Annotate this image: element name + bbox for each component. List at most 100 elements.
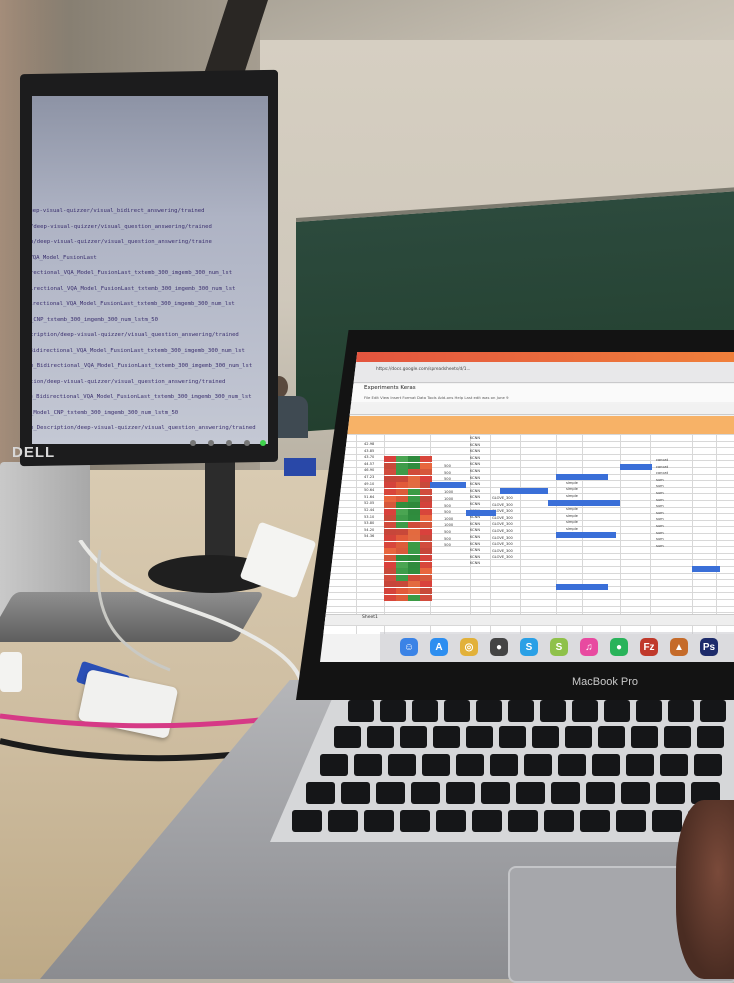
cell-value[interactable]: simple — [566, 480, 578, 485]
cell-value[interactable]: 52.05 — [364, 501, 375, 506]
keyboard-key[interactable] — [400, 726, 427, 748]
cell-value[interactable]: simple — [566, 520, 578, 525]
ps-icon[interactable]: Ps — [700, 638, 718, 656]
heatmap-cell[interactable] — [408, 594, 420, 601]
heatmap-cell[interactable] — [420, 561, 432, 568]
cell-value[interactable]: 500 — [444, 470, 451, 475]
cell-value[interactable]: KCNN — [470, 442, 481, 447]
heatmap-cell[interactable] — [396, 489, 408, 495]
heatmap-cell[interactable] — [384, 528, 396, 535]
keyboard-key[interactable] — [388, 754, 416, 776]
cell-value[interactable]: 43.85 — [364, 448, 375, 453]
cell-value[interactable]: GLOVE_300 — [492, 535, 513, 540]
cell-value[interactable]: 46.90 — [364, 468, 375, 473]
heatmap-cell[interactable] — [396, 469, 408, 476]
heatmap-cell[interactable] — [384, 588, 396, 594]
keyboard-key[interactable] — [367, 726, 394, 748]
cell-value[interactable]: 500 — [444, 543, 451, 548]
keyboard-key[interactable] — [660, 754, 688, 776]
cell-value[interactable]: 500 — [444, 477, 451, 482]
heatmap-cell[interactable] — [384, 541, 396, 548]
sheet-tab[interactable]: Sheet1 — [362, 615, 378, 620]
keyboard-key[interactable] — [412, 700, 438, 722]
heatmap-cell[interactable] — [396, 522, 408, 528]
keyboard-key[interactable] — [598, 726, 625, 748]
keyboard-key[interactable] — [476, 700, 502, 722]
heatmap-cell[interactable] — [396, 535, 408, 542]
cell-value[interactable]: KCNN — [470, 475, 481, 480]
url-bar[interactable]: https://docs.google.com/spreadsheets/d/1… — [376, 367, 471, 372]
monitor-button[interactable] — [226, 440, 232, 446]
cell-value[interactable]: GLOVE_300 — [492, 542, 513, 547]
cell-value[interactable]: concat — [656, 471, 669, 476]
heatmap-cell[interactable] — [408, 574, 420, 581]
heatmap-cell[interactable] — [408, 515, 420, 522]
sheet-toolbar[interactable] — [320, 404, 734, 415]
heatmap-cell[interactable] — [420, 581, 432, 588]
cell-value[interactable]: KCNN — [470, 469, 481, 473]
power-led-icon[interactable] — [260, 440, 266, 446]
sheet-tabs[interactable] — [320, 614, 734, 625]
github-icon[interactable]: ● — [490, 638, 508, 656]
heatmap-cell[interactable] — [420, 574, 432, 581]
cell-value[interactable]: KCNN — [470, 561, 481, 566]
heatmap-cell[interactable] — [384, 522, 396, 528]
cell-value[interactable]: sum — [656, 477, 664, 482]
cell-value[interactable]: concat — [656, 458, 669, 462]
cell-value[interactable]: KCNN — [470, 548, 481, 553]
heatmap-cell[interactable] — [420, 475, 432, 482]
cell-value[interactable]: 52.44 — [364, 508, 375, 512]
keyboard-key[interactable] — [472, 810, 502, 832]
cell-value[interactable]: 53.10 — [364, 514, 375, 519]
browser-toolbar[interactable] — [320, 362, 734, 383]
cell-value[interactable]: 500 — [444, 503, 451, 508]
cell-value[interactable]: sum — [656, 537, 664, 542]
heatmap-cell[interactable] — [420, 555, 432, 561]
cell-value[interactable]: KCNN — [470, 535, 481, 539]
cell-value[interactable]: 54.20 — [364, 527, 375, 532]
heatmap-cell[interactable] — [408, 541, 420, 548]
heatmap-cell[interactable] — [408, 588, 420, 594]
cell-value[interactable]: GLOVE_300 — [492, 496, 513, 500]
heatmap-cell[interactable] — [420, 456, 432, 462]
keyboard-key[interactable] — [551, 782, 580, 804]
heatmap-cell[interactable] — [420, 541, 432, 548]
cell-value[interactable]: sum — [656, 491, 664, 495]
heatmap-cell[interactable] — [408, 475, 420, 482]
heatmap-cell[interactable] — [384, 489, 396, 495]
spotify-icon[interactable]: ● — [610, 638, 628, 656]
highlighted-cell[interactable] — [500, 488, 548, 494]
doc-title[interactable]: Experiments Keras — [364, 385, 416, 391]
keyboard-key[interactable] — [558, 754, 586, 776]
keyboard-key[interactable] — [524, 754, 552, 776]
cell-value[interactable]: KCNN — [470, 482, 481, 487]
cell-value[interactable]: KCNN — [470, 515, 481, 520]
cell-value[interactable]: 500 — [444, 464, 451, 468]
heatmap-cell[interactable] — [408, 482, 420, 489]
cell-value[interactable]: simple — [566, 526, 578, 531]
heatmap-cell[interactable] — [396, 581, 408, 588]
highlighted-cell[interactable] — [430, 482, 466, 488]
cell-value[interactable]: GLOVE_300 — [492, 529, 513, 533]
keyboard-key[interactable] — [691, 782, 720, 804]
cell-value[interactable]: sum — [656, 524, 664, 528]
heatmap-cell[interactable] — [420, 462, 432, 469]
keyboard-key[interactable] — [328, 810, 358, 832]
keyboard-key[interactable] — [436, 810, 466, 832]
heatmap-cell[interactable] — [396, 515, 408, 522]
heatmap-cell[interactable] — [396, 568, 408, 575]
cell-value[interactable]: simple — [566, 487, 578, 492]
heatmap-cell[interactable] — [384, 515, 396, 522]
keyboard-key[interactable] — [400, 810, 430, 832]
cell-value[interactable]: GLOVE_300 — [492, 522, 513, 527]
heatmap-cell[interactable] — [396, 508, 408, 515]
keyboard-key[interactable] — [411, 782, 440, 804]
heatmap-cell[interactable] — [420, 515, 432, 522]
keyboard-key[interactable] — [499, 726, 526, 748]
keyboard-key[interactable] — [697, 726, 724, 748]
heatmap-cell[interactable] — [396, 548, 408, 555]
heatmap-cell[interactable] — [384, 574, 396, 581]
heatmap-cell[interactable] — [396, 495, 408, 502]
heatmap-cell[interactable] — [396, 541, 408, 548]
